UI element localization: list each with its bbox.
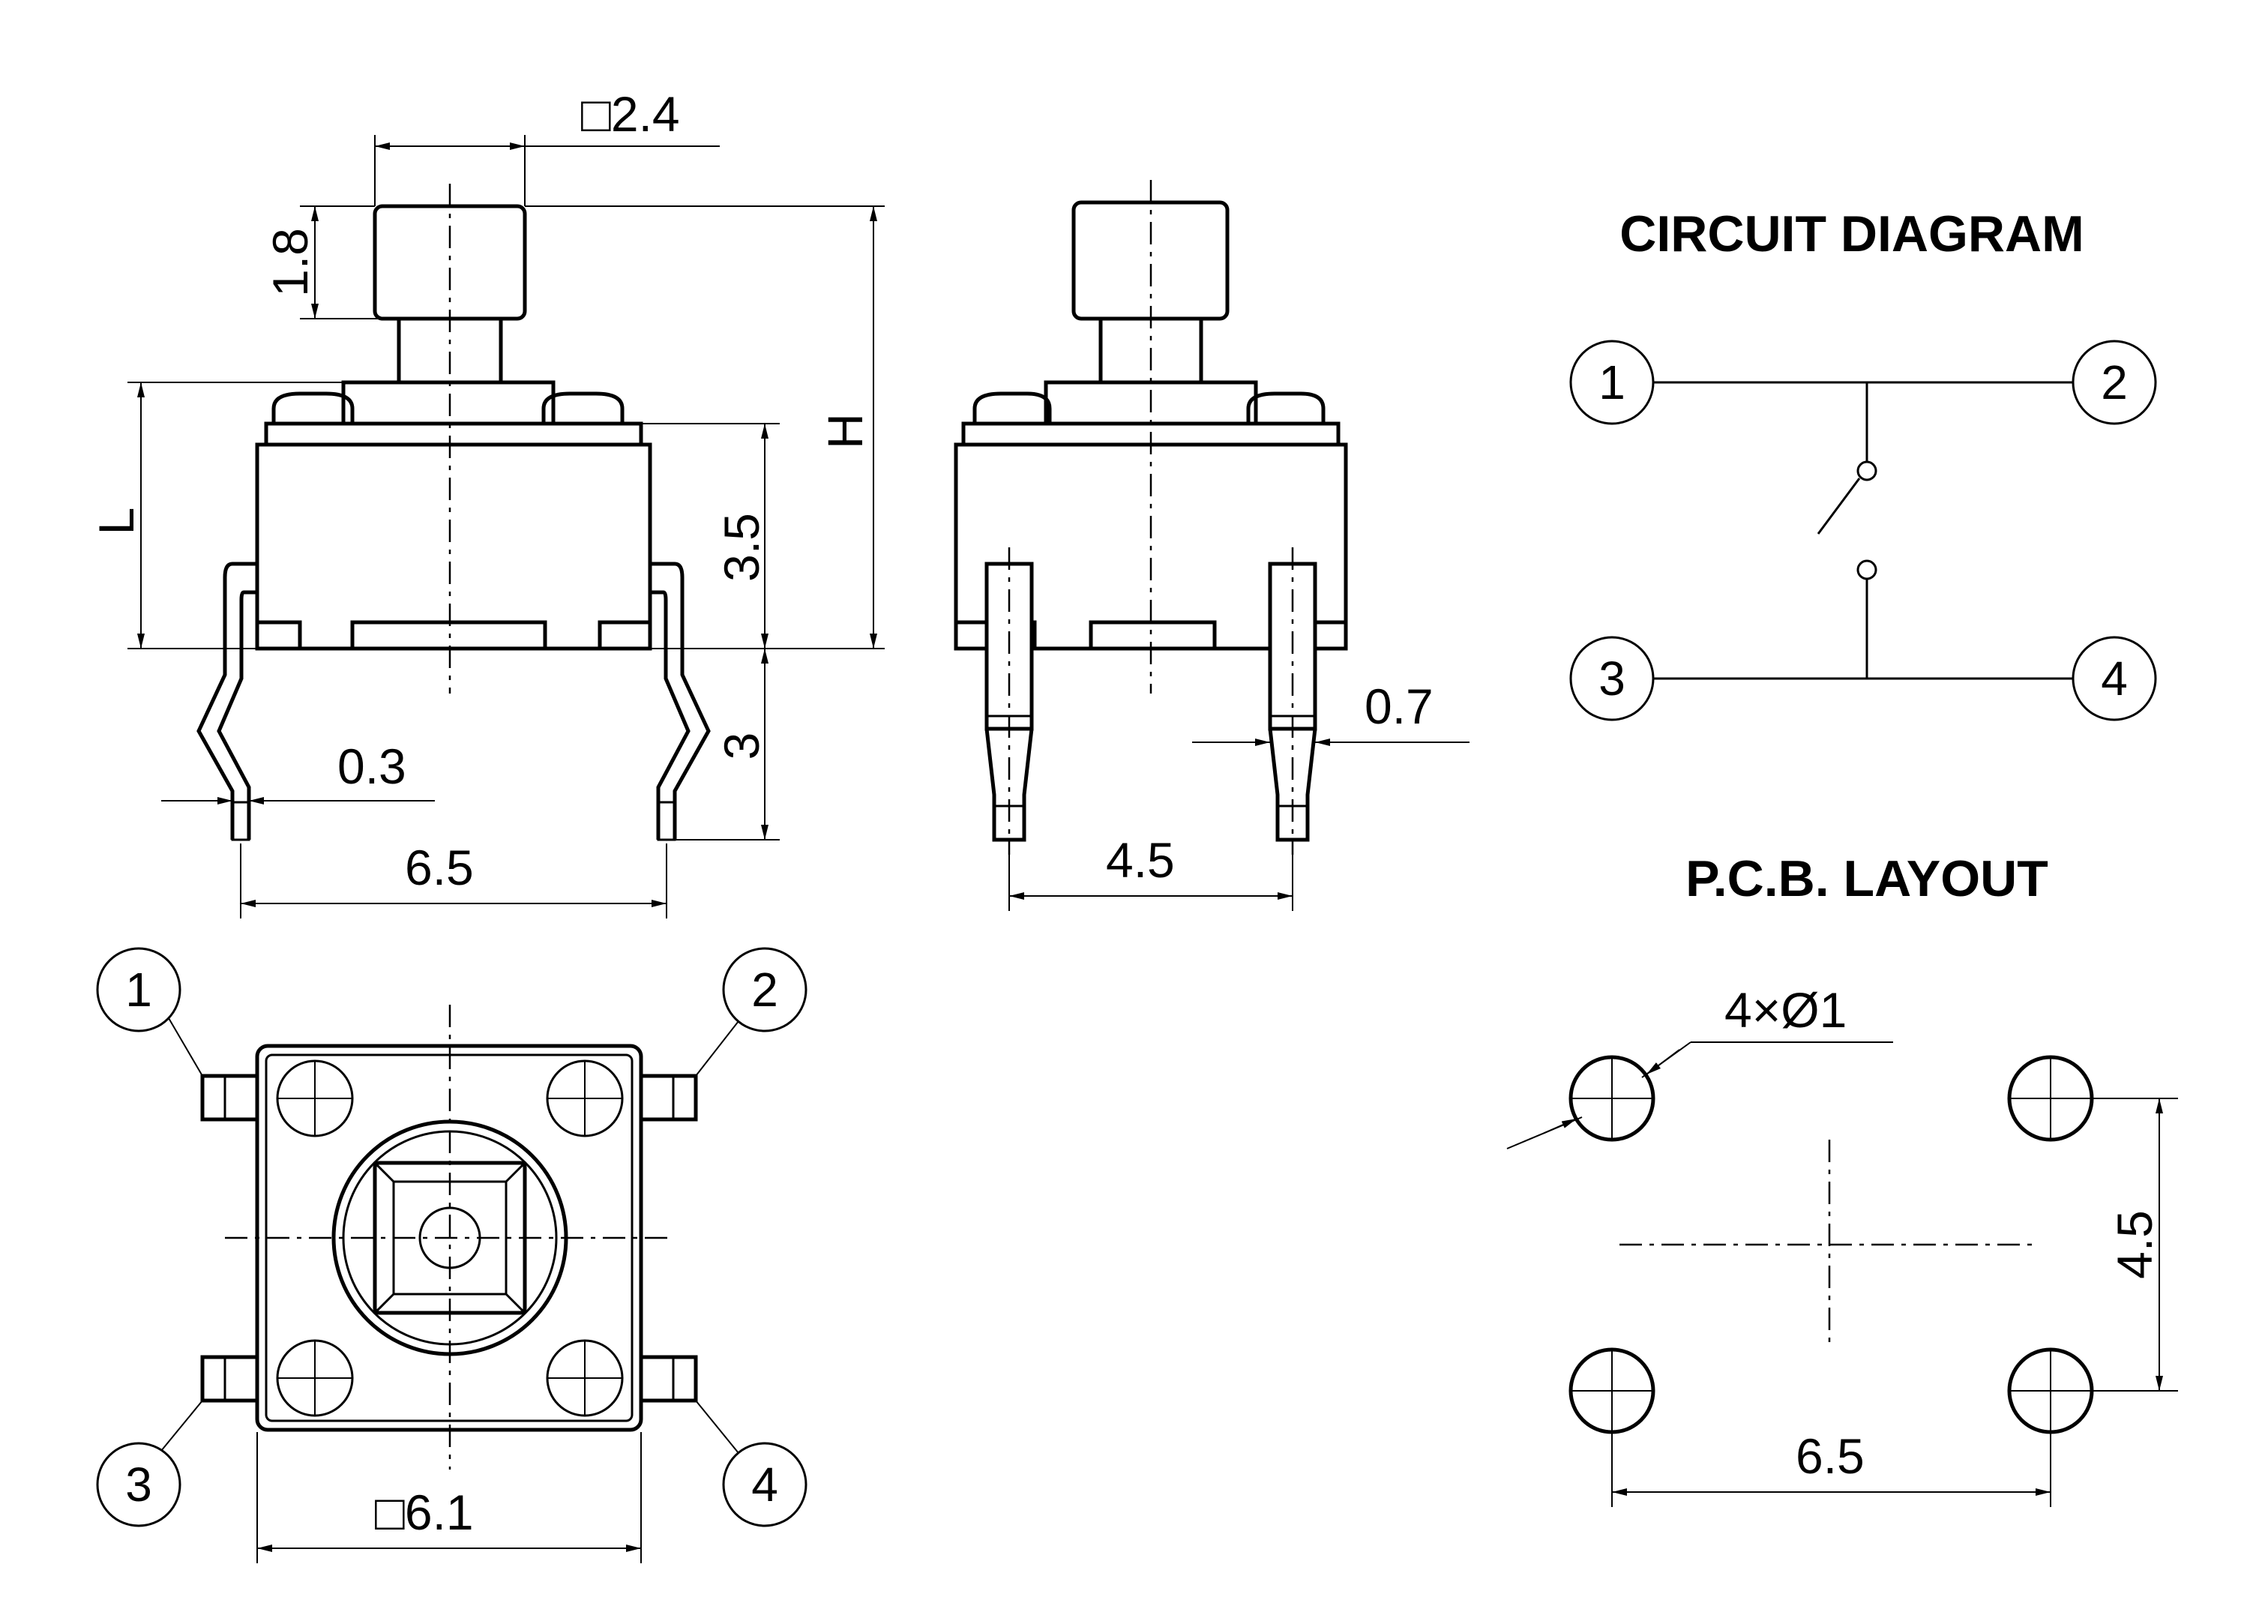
side-cap — [1071, 200, 1230, 321]
top-lead-4 — [639, 1355, 698, 1403]
dim-body-height: 3.5 — [714, 513, 769, 582]
circuit-pin-3-label: 3 — [1598, 652, 1625, 706]
top-lead-1 — [200, 1074, 259, 1122]
top-pin-2-label: 2 — [751, 963, 778, 1017]
dim-lead-thickness: 0.3 — [337, 739, 406, 794]
circuit-pin-2-label: 2 — [2101, 355, 2128, 409]
side-rivet-left — [972, 391, 1052, 424]
top-lead-2 — [639, 1074, 698, 1122]
dim-lead-span-front: 6.5 — [405, 840, 474, 895]
dim-cap-square: □2.4 — [581, 86, 680, 142]
side-lead-right-tip — [1268, 728, 1317, 842]
front-frame-top — [264, 421, 643, 447]
top-pin-4-label: 4 — [751, 1458, 778, 1512]
pcb-layout-title: P.C.B. LAYOUT — [1685, 850, 2048, 907]
front-top-plate — [341, 380, 556, 426]
dim-pcb-horizontal: 6.5 — [1796, 1428, 1865, 1484]
top-pin-1-callout — [96, 947, 181, 1032]
top-pin-1-label: 1 — [125, 963, 152, 1017]
top-view: 1 2 3 4 □6.1 — [96, 947, 807, 1563]
front-lead-tip-right — [657, 801, 676, 841]
dim-lead-length: 3 — [714, 733, 769, 760]
front-rivet-left — [271, 391, 355, 424]
front-feet — [257, 620, 650, 649]
dim-lead-width: 0.7 — [1365, 679, 1434, 734]
front-body — [255, 442, 652, 651]
front-lead-right — [650, 562, 711, 840]
side-lead-left-tip — [984, 728, 1034, 842]
dim-lead-span-side: 4.5 — [1106, 832, 1175, 888]
top-pin-3-label: 3 — [125, 1458, 152, 1512]
front-rivet-right — [541, 391, 625, 424]
pcb-hole-tl — [1568, 1055, 1655, 1142]
circuit-contact-bottom — [1856, 559, 1877, 580]
circuit-switch-arm — [1817, 478, 1861, 535]
top-hole-bl — [276, 1339, 354, 1417]
circuit-pin-4-label: 4 — [2101, 652, 2128, 706]
top-pin-4-callout — [722, 1442, 807, 1527]
pcb-hole-br — [2007, 1347, 2094, 1434]
pcb-hole-bl — [1568, 1347, 1655, 1434]
top-pin-3-callout — [96, 1442, 181, 1527]
top-hole-tr — [546, 1059, 624, 1137]
dim-H: H — [817, 413, 873, 449]
front-view: □2.4 1.8 L H 3.5 3 0.3 6.5 — [88, 86, 885, 918]
top-lead-3 — [200, 1355, 259, 1403]
dim-body-square: □6.1 — [375, 1485, 474, 1540]
dim-holes: 4×Ø1 — [1724, 982, 1847, 1038]
side-rivet-right — [1246, 391, 1326, 424]
front-lead-left — [196, 562, 257, 840]
top-hole-br — [546, 1339, 624, 1417]
front-lead-tip-left — [231, 801, 250, 841]
circuit-contact-top — [1856, 460, 1877, 481]
top-pin-2-callout — [722, 947, 807, 1032]
dim-pcb-vertical: 4.5 — [2107, 1210, 2162, 1279]
circuit-diagram: CIRCUIT DIAGRAM 1 2 3 4 — [1569, 205, 2157, 721]
circuit-diagram-title: CIRCUIT DIAGRAM — [1619, 205, 2084, 262]
dim-cap-height: 1.8 — [262, 228, 318, 297]
pcb-layout: P.C.B. LAYOUT 4×Ø1 4.5 6.5 — [1506, 850, 2178, 1507]
pcb-hole-tr — [2007, 1055, 2094, 1142]
side-view: 0.7 4.5 — [954, 180, 1470, 911]
circuit-pin-1-label: 1 — [1598, 355, 1625, 409]
dim-L: L — [88, 508, 144, 535]
top-hole-tl — [276, 1059, 354, 1137]
